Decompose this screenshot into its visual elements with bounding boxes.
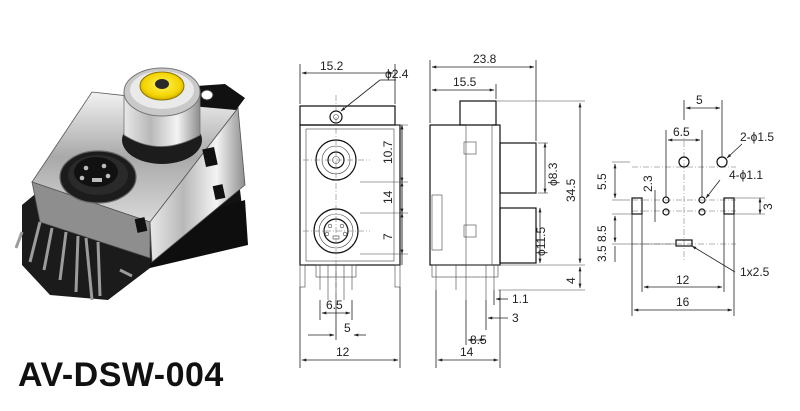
dim-small-holes: 4-ϕ1.1 — [729, 168, 763, 182]
dim-height: 34.5 — [564, 178, 578, 202]
dim-body-depth: 15.5 — [453, 75, 477, 89]
side-view-dimensions — [429, 60, 585, 368]
dim-mid-spacing: 14 — [381, 190, 395, 204]
footprint-labels: 5 6.5 2-ϕ1.5 4-ϕ1.1 5.5 2.3 3 8.5 3.5 12… — [595, 93, 775, 309]
dim-row-offset-c: 8.5 — [595, 225, 609, 242]
dim-inner-width: 12 — [676, 273, 690, 287]
front-view-dimensions — [299, 64, 408, 368]
dim-rca-spacing: 10.7 — [381, 140, 395, 164]
dim-pin-offset-a: 1.1 — [512, 292, 529, 306]
dim-pin-offset: 5 — [344, 321, 351, 335]
model-title: AV-DSW-004 — [18, 356, 224, 394]
dim-hole-spacing: 6.5 — [673, 125, 690, 139]
front-view-labels: 15.2 ϕ2.4 10.7 14 7 6.5 5 12 — [320, 59, 409, 359]
dim-pin-offset-b: 3 — [512, 311, 519, 325]
dim-total-width: 12 — [336, 345, 350, 359]
dim-hole-dia: ϕ2.4 — [385, 67, 409, 81]
dim-pin-offset-c: 8.5 — [470, 333, 487, 347]
dim-din-dia: ϕ11.5 — [534, 226, 548, 256]
dim-lower-offset: 7 — [381, 233, 395, 240]
side-view-labels: 23.8 15.5 ϕ8.3 ϕ11.5 34.5 4 1.1 3 8.5 14 — [453, 52, 578, 359]
footprint-dimensions — [612, 100, 765, 316]
front-view — [299, 95, 401, 300]
dim-outer-width: 16 — [676, 295, 690, 309]
side-view — [429, 100, 537, 300]
dim-rca-dia: ϕ8.3 — [546, 162, 560, 186]
dim-pad-height: 3 — [761, 203, 775, 210]
dim-large-holes: 2-ϕ1.5 — [740, 130, 774, 144]
dim-total-depth: 23.8 — [473, 52, 497, 66]
dim-top-spacing: 5 — [696, 93, 703, 107]
dim-row-offset-a: 5.5 — [595, 173, 609, 190]
dim-row-offset-b: 2.3 — [641, 175, 655, 192]
pcb-footprint — [631, 130, 736, 260]
dim-pin-length: 4 — [564, 277, 578, 284]
dim-slot: 1x2.5 — [740, 265, 770, 279]
dim-base-depth: 14 — [460, 345, 474, 359]
dim-row-offset-d: 3.5 — [595, 245, 609, 262]
dim-pin-pitch: 6.5 — [326, 298, 343, 312]
dim-top-width: 15.2 — [320, 59, 344, 73]
connector-photo — [14, 67, 248, 301]
